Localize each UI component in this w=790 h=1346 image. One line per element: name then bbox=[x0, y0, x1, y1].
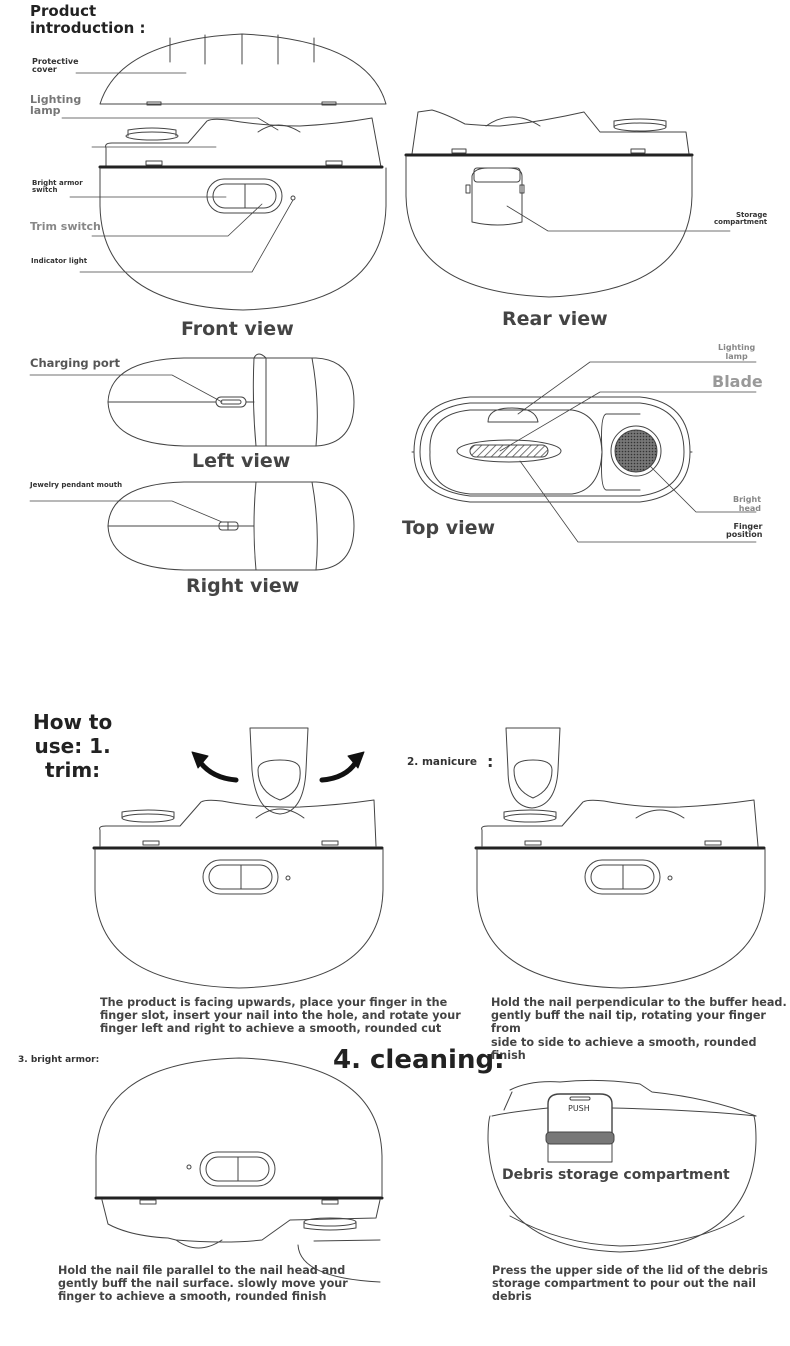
cleaning-caption-1: Press the upper side of the lid of the d… bbox=[492, 1264, 768, 1277]
storage-door bbox=[471, 167, 523, 226]
finger bbox=[249, 727, 309, 815]
front-view-title: Front view bbox=[181, 318, 294, 340]
label-trim-switch: Trim switch bbox=[30, 220, 101, 233]
debris-label: Debris storage compartment bbox=[502, 1167, 730, 1183]
bright-caption-1: Hold the nail file parallel to the nail … bbox=[58, 1264, 346, 1277]
rear-leader-lines bbox=[506, 205, 731, 232]
right-leader-lines bbox=[29, 500, 223, 523]
manicure-caption-2: gently buff the nail tip, rotating your … bbox=[491, 1009, 766, 1036]
right-view-drawing bbox=[107, 481, 355, 571]
label-protective-cover-2: cover bbox=[32, 65, 57, 75]
label-top-lighting-lamp-2: lamp bbox=[725, 352, 748, 361]
trim-caption-2: finger slot, insert your nail into the h… bbox=[100, 1009, 461, 1023]
rotate-arrows bbox=[191, 751, 365, 783]
label-lighting-lamp-2: lamp bbox=[30, 104, 61, 117]
cleaning-drawing bbox=[487, 1079, 757, 1253]
manicure-drawing bbox=[474, 727, 766, 989]
rear-view-title: Rear view bbox=[502, 308, 608, 330]
label-indicator-light: Indicator light bbox=[31, 257, 88, 265]
rear-view-drawing bbox=[404, 109, 694, 298]
label-finger-position-2: position bbox=[726, 530, 763, 540]
front-leader-lines bbox=[61, 72, 294, 273]
label-bright-head-1: Bright bbox=[733, 495, 762, 504]
label-jewelry-pendant-mouth: Jewelry pendant mouth bbox=[30, 481, 123, 489]
howto-title-line2: use: 1. bbox=[34, 734, 111, 758]
label-bright-head-2: head bbox=[738, 504, 762, 513]
trim-caption-3: finger left and right to achieve a smoot… bbox=[100, 1022, 442, 1036]
label-storage-compartment-2: compartment bbox=[714, 218, 768, 227]
front-view-drawing bbox=[98, 33, 387, 311]
manicure-label: 2. manicure bbox=[407, 756, 478, 768]
top-leader-lines bbox=[499, 361, 757, 543]
intro-title-line2: introduction : bbox=[30, 19, 146, 37]
howto-title-line3: trim: bbox=[45, 758, 101, 782]
push-lid bbox=[547, 1093, 613, 1141]
protective-cover bbox=[99, 33, 387, 105]
label-lighting-lamp-1: Lighting bbox=[30, 93, 82, 106]
top-view-drawing bbox=[411, 396, 693, 503]
label-finger-position-1: Finger bbox=[733, 522, 763, 531]
label-top-lighting-lamp-1: Lighting bbox=[718, 343, 756, 352]
label-bright-armor-switch-2: switch bbox=[32, 186, 58, 195]
label-bright-armor-switch-1: Bright armor bbox=[32, 179, 83, 187]
push-label: PUSH bbox=[568, 1104, 590, 1113]
top-view-title: Top view bbox=[402, 517, 496, 539]
bright-armor-drawing bbox=[94, 1057, 384, 1283]
left-view-title: Left view bbox=[192, 450, 291, 472]
label-protective-cover-1: Protective bbox=[32, 57, 79, 66]
bright-caption-2: gently buff the nail surface. slowly mov… bbox=[58, 1277, 348, 1291]
label-charging-port: Charging port bbox=[30, 356, 120, 370]
manicure-colon: : bbox=[487, 752, 494, 771]
right-view-title: Right view bbox=[186, 575, 300, 597]
left-leader-lines bbox=[29, 374, 223, 403]
cleaning-caption-3: debris bbox=[492, 1290, 532, 1304]
howto-title-line1: How to bbox=[33, 710, 113, 734]
label-blade: Blade bbox=[712, 372, 763, 391]
cleaning-caption-2: storage compartment to pour out the nail bbox=[492, 1277, 756, 1291]
bright-caption-3: finger to achieve a smooth, rounded fini… bbox=[58, 1290, 327, 1304]
label-storage-compartment-1: Storage bbox=[736, 211, 768, 219]
manicure-caption-3: side to side to achieve a smooth, rounde… bbox=[491, 1035, 757, 1062]
trim-caption-1: The product is facing upwards, place you… bbox=[100, 996, 448, 1009]
cleaning-title: 4. cleaning: bbox=[333, 1045, 505, 1075]
left-view-drawing bbox=[107, 353, 355, 447]
manicure-caption-1: Hold the nail perpendicular to the buffe… bbox=[491, 996, 787, 1009]
trim-drawing bbox=[92, 727, 384, 989]
bright-armor-label: 3. bright armor: bbox=[18, 1055, 100, 1065]
intro-title-line1: Product bbox=[30, 2, 97, 20]
